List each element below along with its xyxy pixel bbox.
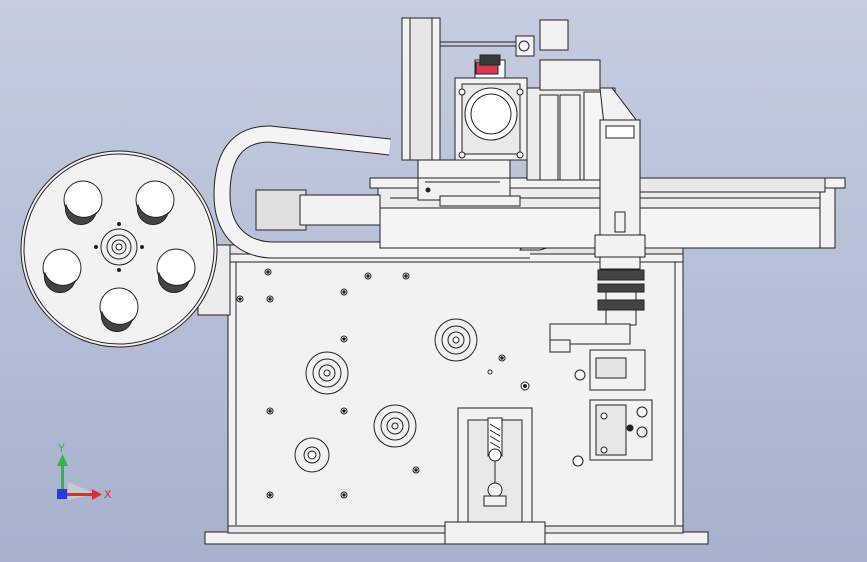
clamp-block: [589, 399, 653, 461]
y-axis-label: Y: [57, 442, 65, 455]
y-axis-arrow: [61, 462, 64, 496]
top-valve: [515, 19, 569, 57]
gripper-bracket: [549, 323, 646, 391]
x-axis-label: X: [104, 488, 112, 501]
servo-motor: [454, 54, 528, 161]
upper-drum: [401, 17, 441, 161]
carriage-base: [417, 159, 521, 207]
frame-bolts: [236, 268, 584, 499]
roller-upper: [434, 318, 478, 362]
vertical-actuator: [594, 119, 646, 326]
roller-mid-right: [373, 404, 417, 448]
z-axis-marker: [57, 489, 67, 499]
coordinate-triad: Y X: [57, 442, 112, 501]
press-station: [444, 407, 546, 545]
drive-motor-box: [255, 189, 381, 231]
connector-rod: [440, 41, 520, 47]
roller-lower: [294, 437, 330, 473]
x-axis-arrow: [63, 493, 95, 496]
material-reel: [20, 150, 218, 348]
roller-mid-left: [305, 351, 349, 395]
